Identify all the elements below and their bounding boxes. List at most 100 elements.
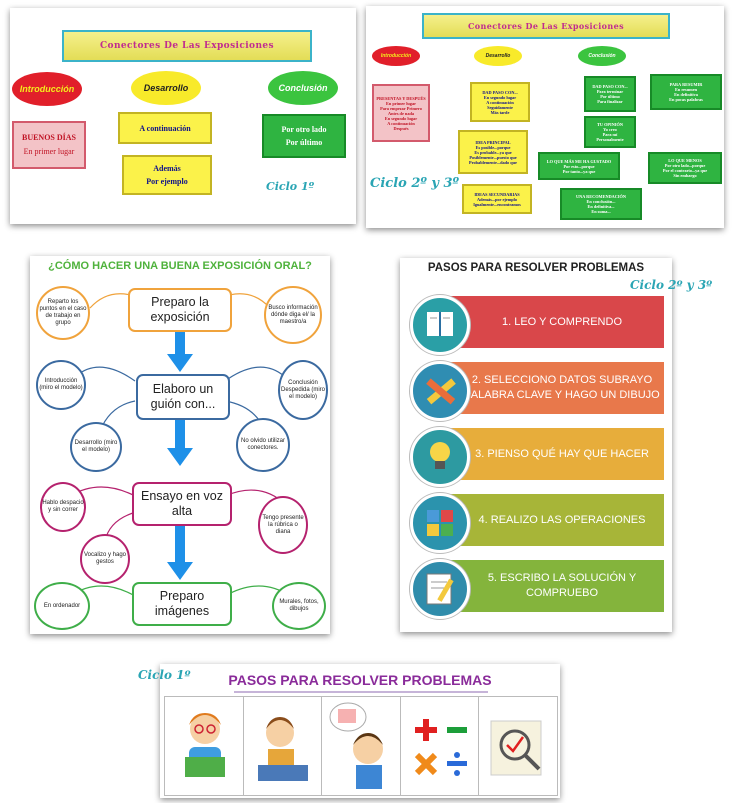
concl-line-2: Por último [285, 138, 323, 147]
conclusion-oval: Conclusión [268, 71, 338, 105]
dev2-line-1: Además [153, 164, 181, 173]
cycle-label-steps: Ciclo 2º y 3º [630, 278, 713, 292]
bubble-split-points: Reparto los puntos en el caso de trabajo… [36, 286, 90, 340]
icons-row [164, 696, 558, 796]
bubble-development: Desarrollo (miro el modelo) [70, 422, 122, 472]
step-text: Elaboro un guión con... [150, 382, 216, 411]
development-box-1: A continuación [118, 112, 212, 144]
step-circle-2 [410, 361, 470, 421]
intro-label: Introducción [380, 53, 412, 59]
dev-box-1: DAD PASO CON... En segundo lugar A conti… [470, 82, 530, 122]
step-label: 5. ESCRIBO LA SOLUCIÓN Y COMPRUEBO [487, 572, 637, 599]
c5-text: Sin embargo [673, 173, 697, 178]
step-make-outline: Elaboro un guión con... [136, 374, 230, 420]
dev3-text: Además...por ejemplo [476, 196, 518, 202]
dev1-text: En segundo lugar [483, 94, 517, 100]
dev2-text: Probablemente...dado que [469, 159, 517, 165]
c3-text: Personalmente [596, 137, 624, 142]
panel-problem-steps: PASOS PARA RESOLVER PROBLEMAS 1. LEO Y C… [400, 258, 672, 632]
bubble-text: Busco información dónde diga el/ la maes… [268, 304, 318, 325]
panel-oral-presentation: ¿CÓMO HACER UNA BUENA EXPOSICIÓN ORAL? P… [30, 256, 330, 634]
dev2-text: Posiblemente...puesto que [469, 154, 517, 160]
step-circle-1 [410, 295, 470, 355]
connectors-banner: Conectores De Las Exposiciones [62, 30, 312, 62]
dev2-head: IDEA PRINCIPAL [475, 139, 511, 145]
banner-text: Conectores De Las Exposiciones [467, 21, 624, 31]
intro-text: En segundo lugar [384, 115, 418, 121]
cell-draw [244, 697, 323, 795]
step-label: 2. SELECCIONO DATOS SUBRAYO PALABRA CLAV… [464, 374, 660, 401]
dev3-text: Igualmente...encontramos [473, 201, 521, 207]
c5-text: Por otro lado...porque [664, 163, 706, 168]
bubble-text: Hablo despacio y sin correr [42, 500, 84, 513]
dev-box-3: IDEAS SECUNDARIAS Además...por ejemplo I… [462, 184, 532, 214]
c1-text: Por último [600, 94, 620, 99]
bubble-text: Reparto los puntos en el caso de trabajo… [39, 299, 87, 326]
step-bar-1: 1. LEO Y COMPRENDO [438, 296, 664, 348]
cycle-label-cycle1: Ciclo 1º [138, 668, 191, 682]
conclusion-box-5: LO QUE MENOS Por otro lado...porque Por … [648, 152, 722, 184]
lightbulb-icon [430, 442, 450, 469]
development-oval: Desarrollo [131, 71, 201, 105]
c3-text: Yo creo [603, 127, 617, 132]
intro-label: Introducción [19, 84, 75, 94]
panel-connectors-cycle1: Conectores De Las Exposiciones Introducc… [10, 8, 356, 224]
c2-text: En resumen [674, 87, 697, 92]
steps-title: PASOS PARA RESOLVER PROBLEMAS [427, 262, 645, 274]
dev2-line-2: Por ejemplo [146, 177, 188, 186]
conclusion-box-4: LO QUE MÁS ME HA GUSTADO Por esto...porq… [538, 152, 620, 180]
conclusion-oval: Conclusión [578, 46, 626, 66]
bubble-conclusion: Conclusión Despedida (miro el modelo) [278, 360, 328, 420]
dev2-text: Es probable...ya que [474, 149, 512, 155]
dev2-text: Es posible...porque [475, 144, 511, 150]
c5-head: LO QUE MENOS [668, 158, 702, 163]
step-bar-4: 4. REALIZO LAS OPERACIONES [438, 494, 664, 546]
panel-problem-steps-cycle1: PASOS PARA RESOLVER PROBLEMAS [160, 664, 560, 798]
step-bar-2: 2. SELECCIONO DATOS SUBRAYO PALABRA CLAV… [438, 362, 664, 414]
bubble-introduction: Introducción (miro el modelo) [36, 360, 86, 410]
step-bar-3: 3. PIENSO QUÉ HAY QUE HACER [438, 428, 664, 480]
intro-text: A continuación [387, 120, 415, 126]
intro-box: PRESENTAS Y DESPUÉS En primer lugar Para… [372, 84, 430, 142]
cell-check [479, 697, 557, 795]
step-rehearse: Ensayo en voz alta [132, 482, 232, 526]
boy-thinking-icon [329, 702, 384, 789]
dev1-text: Más tarde [490, 109, 510, 115]
cell-operations [401, 697, 480, 795]
dev3-head: IDEAS SECUNDARIAS [474, 191, 520, 197]
boy-drawing-icon [257, 717, 308, 781]
step-text: Preparo la exposición [150, 295, 210, 324]
cell-read [165, 697, 244, 795]
intro-oval: Introducción [12, 72, 82, 106]
bubble-murals: Murales, fotos, dibujos [272, 582, 326, 630]
dev-box-2: IDEA PRINCIPAL Es posible...porque Es pr… [458, 130, 528, 174]
concl-line-1: Por otro lado [281, 125, 327, 134]
panel-connectors-cycle23: Conectores De Las Exposiciones Introducc… [366, 6, 724, 228]
calculator-icon [427, 510, 453, 536]
cell-think [322, 697, 401, 795]
dev1-text: A continuación [486, 99, 514, 105]
c6-head: UNA RECOMENDACIÓN [575, 194, 626, 199]
bubble-rubric: Tengo presente la rúbrica o diana [258, 496, 308, 554]
step-text: Preparo imágenes [154, 589, 210, 618]
dev1-line-1: A continuación [139, 123, 191, 133]
banner-text: Conectores De Las Exposiciones [99, 41, 274, 51]
development-oval: Desarrollo [474, 46, 522, 66]
conclusion-box-6: UNA RECOMENDACIÓN En conclusión... En de… [560, 188, 642, 220]
bubble-text: No olvido utilizar conectores. [240, 438, 286, 451]
dev1-text: Seguidamente [487, 104, 513, 110]
step-bar-5: 5. ESCRIBO LA SOLUCIÓN Y COMPRUEBO [438, 560, 664, 612]
step-circle-5 [410, 559, 470, 619]
c5-text: Por el contrario...ya que [662, 168, 708, 173]
step-prepare-images: Preparo imágenes [132, 582, 232, 626]
bubble-vocalize: Vocalizo y hago gestos [80, 534, 130, 584]
intro-oval: Introducción [372, 46, 420, 66]
bubble-text: Vocalizo y hago gestos [83, 552, 127, 565]
step-label: 4. REALIZO LAS OPERACIONES [478, 513, 646, 526]
bubble-text: Conclusión Despedida (miro el modelo) [280, 379, 326, 400]
conclusion-box-1: DAD PASO CON... Para terminar Por último… [584, 76, 636, 112]
conclusion-box-2: PARA RESUMIR En resumen En definitiva En… [650, 74, 722, 110]
conclusion-box-3: TU OPINIÓN Yo creo Para mí Personalmente [584, 116, 636, 148]
intro-text: Antes de nada [387, 110, 415, 116]
development-label: Desarrollo [485, 53, 511, 59]
